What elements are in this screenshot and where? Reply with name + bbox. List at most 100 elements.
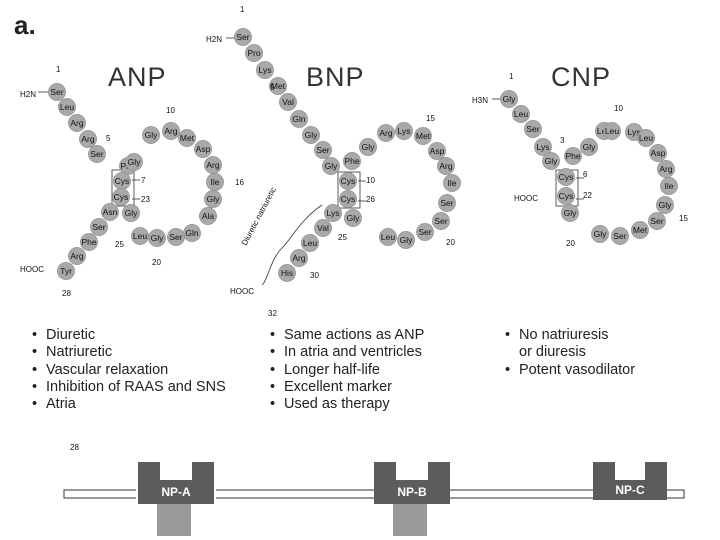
residue-label: Ser <box>50 87 63 97</box>
residue-circle <box>343 152 361 170</box>
receptor-np-a: NP-A <box>136 462 216 536</box>
residue-circle <box>657 160 675 178</box>
residue-bead: Gly <box>542 152 560 170</box>
residue-label: Ser <box>169 232 182 242</box>
c-terminus-label: HOOC <box>230 287 254 296</box>
residue-label: Cys <box>559 191 574 201</box>
residue-bead: Met <box>631 221 649 239</box>
residue-circle <box>359 138 377 156</box>
residue-label: Gly <box>128 157 142 167</box>
residue-bead: Gln <box>183 224 201 242</box>
residue-label: Ser <box>92 222 105 232</box>
residue-bead: Cys <box>557 168 575 186</box>
residue-bead: Leu <box>379 228 397 246</box>
residue-circle <box>122 204 140 222</box>
residue-circle <box>125 153 143 171</box>
residue-label: Met <box>271 81 286 91</box>
residue-label: Cys <box>114 192 129 202</box>
residue-label: Leu <box>605 126 619 136</box>
residue-circle <box>178 129 196 147</box>
list-item: •Inhibition of RAAS and SNS <box>32 378 226 395</box>
residue-label: Ser <box>236 32 249 42</box>
residue-bead: Gly <box>302 126 320 144</box>
residue-circle <box>344 209 362 227</box>
list-item: •Used as therapy <box>270 396 390 413</box>
list-item: •Vascular relaxation <box>32 361 169 378</box>
residue-circle <box>542 152 560 170</box>
residue-label: Met <box>633 225 648 235</box>
residue-bead: Lys <box>256 61 274 79</box>
residue-circle <box>80 233 98 251</box>
residue-circle <box>591 225 609 243</box>
residue-label: Arg <box>292 253 306 263</box>
residue-circle <box>500 90 518 108</box>
residue-circle <box>301 234 319 252</box>
residue-label: Gly <box>564 208 578 218</box>
list-item: •Longer half-life <box>270 361 380 378</box>
residue-circle <box>397 231 415 249</box>
residue-label: His <box>281 268 293 278</box>
residue-bead: Asp <box>428 142 446 160</box>
n-terminus-label: H2N <box>20 90 36 99</box>
residue-label: Leu <box>303 238 317 248</box>
residue-bead: Asp <box>194 140 212 158</box>
residue-label: Gly <box>207 194 221 204</box>
residue-label: Ser <box>90 149 103 159</box>
residue-bead: Arg <box>657 160 675 178</box>
residue-bead: Gly <box>125 153 143 171</box>
residue-bead: Arg <box>68 114 86 132</box>
residue-circle <box>438 194 456 212</box>
residue-bead: Phe <box>80 233 98 251</box>
list-item: •No natriuresis <box>505 327 609 343</box>
residue-bead: Leu <box>301 234 319 252</box>
anp-structure: H2NHOOCSerLeuArgArgSerPheCysCysAsnSerPhe… <box>20 65 244 298</box>
list-item: •Potent vasodilator <box>505 361 636 378</box>
residue-bead: Cys <box>557 187 575 205</box>
receptor-np-b: NP-B <box>374 462 450 536</box>
residue-circle <box>437 157 455 175</box>
residue-label: Ser <box>613 231 626 241</box>
np-b-extracellular <box>374 462 450 504</box>
residue-label: Phe <box>565 151 580 161</box>
residue-circle <box>557 187 575 205</box>
residue-circle <box>269 77 287 95</box>
residue-circle <box>524 120 542 138</box>
n-terminus-label: H2N <box>206 35 222 44</box>
residue-number: 20 <box>566 239 575 248</box>
residue-number: 15 <box>679 214 688 223</box>
bnp-actions-list: •Same actions as ANP •In atria and ventr… <box>270 327 424 413</box>
residue-bead: Ser <box>90 218 108 236</box>
residue-bead: Ser <box>438 194 456 212</box>
residue-number: 3 <box>560 136 565 145</box>
residue-circle <box>603 122 621 140</box>
residue-circle <box>48 83 66 101</box>
residue-label: Tyr <box>60 266 72 276</box>
list-item: •Excellent marker <box>270 378 392 395</box>
residue-bead: Ser <box>524 120 542 138</box>
residue-circle <box>68 247 86 265</box>
residue-circle <box>68 114 86 132</box>
receptor-diagram: 28 NP-A NP-B NP-C <box>63 443 685 536</box>
residue-label: Gln <box>185 228 199 238</box>
residue-label: Arg <box>70 251 84 261</box>
residue-bead: Gln <box>290 110 308 128</box>
residue-label: Val <box>282 97 294 107</box>
residue-number: 10 <box>366 176 375 185</box>
residue-circle <box>564 147 582 165</box>
residue-bead: Arg <box>68 247 86 265</box>
residue-number: 15 <box>426 114 435 123</box>
residue-bead: Arg <box>377 124 395 142</box>
residue-circle <box>256 61 274 79</box>
residue-bead: Ser <box>234 28 252 46</box>
residue-label: Gln <box>292 114 306 124</box>
residue-bead: Lys <box>324 204 342 222</box>
residue-circle <box>534 138 552 156</box>
residue-number: 5 <box>270 83 275 92</box>
residue-circle <box>204 190 222 208</box>
residue-circle <box>557 168 575 186</box>
residue-bead: Leu <box>58 98 76 116</box>
residue-number: 26 <box>366 195 375 204</box>
residue-bead: Asp <box>649 144 667 162</box>
residue-label: Asp <box>651 148 666 158</box>
residue-number: 28 <box>62 289 71 298</box>
